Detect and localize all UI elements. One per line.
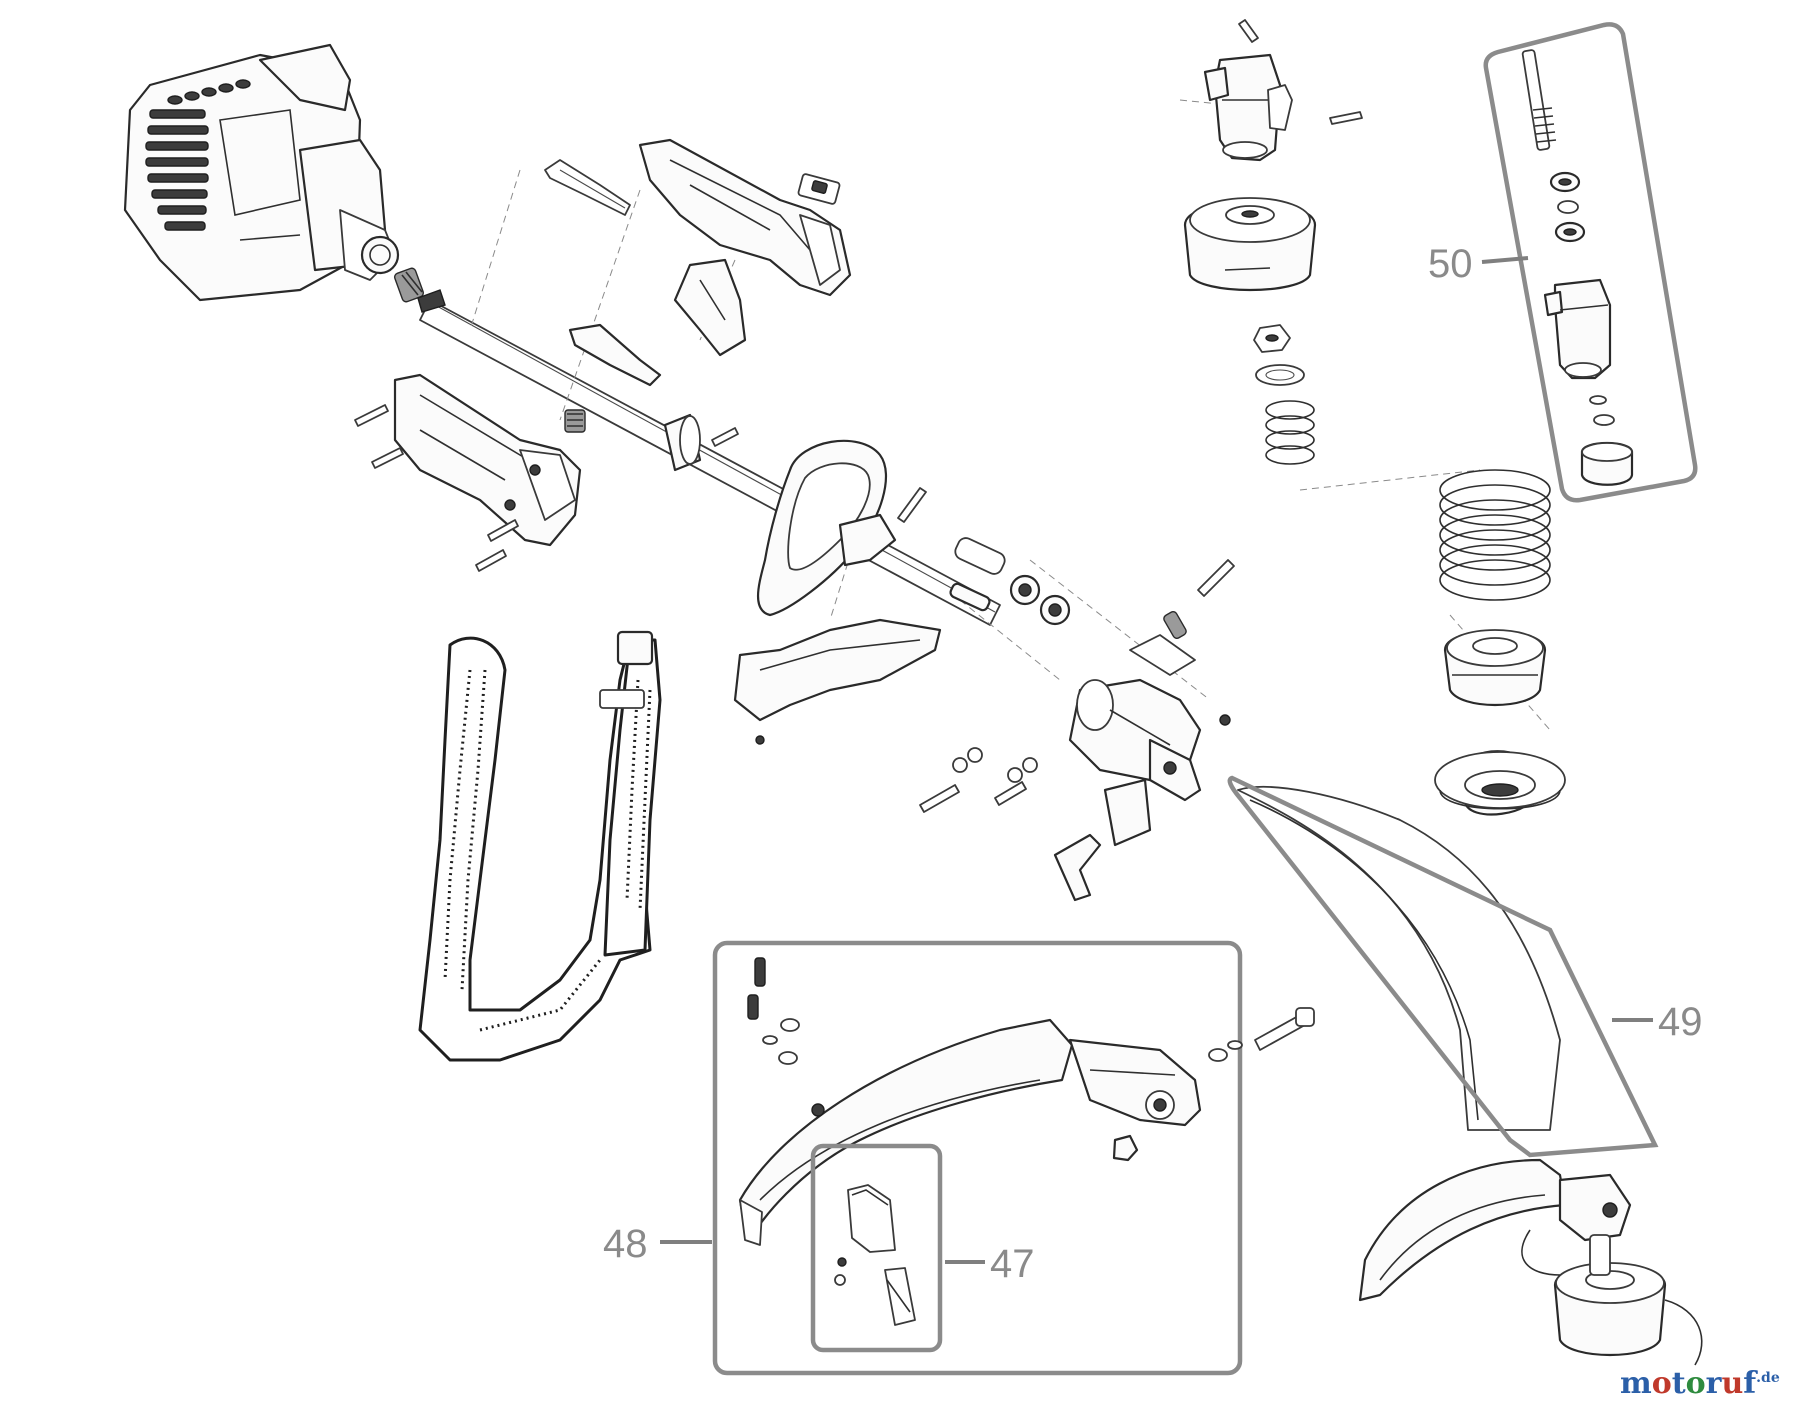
callout-50-group: 50 — [1428, 242, 1529, 286]
throttle-housing — [638, 138, 852, 297]
motoruf-watermark-logo: motoruf.de — [1620, 1366, 1780, 1401]
head-washer — [1255, 364, 1305, 386]
callout-48-group: 48 — [603, 1222, 712, 1266]
spindle-coupling — [1203, 53, 1282, 162]
callout-47: 47 — [990, 1242, 1035, 1286]
blade-clip — [1103, 778, 1152, 847]
rear-handle — [393, 373, 582, 547]
callout-48: 48 — [603, 1222, 648, 1266]
head-nut — [1253, 324, 1291, 353]
bearing-set — [949, 537, 1071, 626]
guard-deflector — [738, 1018, 1202, 1246]
callout-47-group: 47 — [945, 1242, 1035, 1286]
handle-spring — [564, 409, 586, 433]
shoulder-harness — [418, 630, 662, 1062]
callout-box-48 — [712, 940, 1243, 1376]
trimmer-line-coil — [1439, 469, 1551, 601]
spool-housing — [1434, 750, 1566, 816]
gear-head-pin — [1129, 611, 1196, 676]
engine-vent-slots — [167, 79, 251, 105]
line-cutter-blade — [834, 1184, 916, 1326]
logo-wordmark: motoruf — [1620, 1366, 1757, 1401]
line-spool — [1443, 629, 1547, 706]
head-spring — [1265, 400, 1315, 465]
callout-49: 49 — [1658, 1000, 1703, 1044]
screws — [354, 19, 1363, 813]
loop-handle — [756, 439, 897, 617]
trimmer-head-cover — [1183, 197, 1317, 292]
callout-box-47 — [810, 1143, 943, 1353]
engine-unit — [123, 43, 400, 302]
box-48-fasteners — [747, 957, 1315, 1162]
throttle-trigger — [673, 258, 747, 357]
washers-nuts — [755, 714, 1231, 783]
callout-box-49 — [1227, 775, 1659, 1158]
shaft-clamp — [663, 413, 702, 472]
handle-support-bracket — [733, 618, 942, 722]
assembled-trimmer-head — [1358, 1158, 1703, 1366]
callout-50-leader — [1481, 256, 1529, 264]
coupling-bracket — [1267, 84, 1293, 131]
throttle-lever — [568, 323, 662, 387]
callout-box-50 — [1483, 22, 1698, 503]
thumb-knob — [1053, 833, 1102, 902]
callout-50: 50 — [1428, 242, 1473, 286]
gear-head — [1068, 678, 1202, 802]
grass-guard-outline — [1237, 785, 1561, 1131]
throttle-cable — [544, 159, 631, 216]
callout-49-group: 49 — [1612, 1000, 1703, 1044]
engine-cooling-fins — [145, 109, 209, 231]
logo-tld: .de — [1756, 1370, 1780, 1386]
clutch-bushing — [393, 267, 425, 303]
